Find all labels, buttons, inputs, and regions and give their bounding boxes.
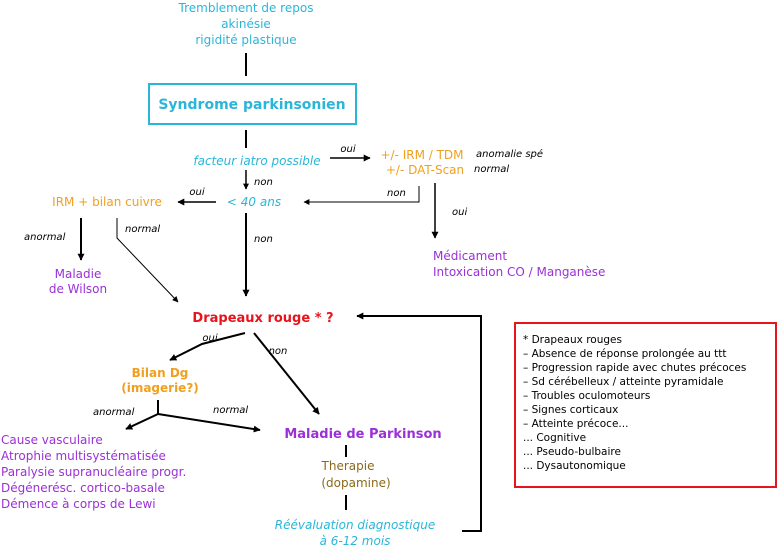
arrow-drapeaux-non <box>253 332 320 415</box>
legend-item: ... Cognitive <box>523 432 586 444</box>
label-normal-1: normal <box>125 224 160 235</box>
label-anomalie: anomalie spé <box>476 148 543 160</box>
legend-item: – Signes corticaux <box>523 404 618 416</box>
arrow-normal-to-drapeaux <box>116 218 179 303</box>
label-non-2: non <box>387 188 406 199</box>
legend-item: – Troubles oculomoteurs <box>523 390 650 402</box>
reevaluation-line-2: à 6-12 mois <box>320 534 391 548</box>
label-normal-right: normal <box>474 164 509 175</box>
label-non-4: non <box>269 346 288 357</box>
irm-bilan-cuivre: IRM + bilan cuivre <box>52 195 162 209</box>
wilson-line-1: Maladie <box>55 267 102 281</box>
legend-item: – Progression rapide avec chutes précoce… <box>523 362 746 374</box>
facteur-iatro: facteur iatro possible <box>193 154 320 168</box>
maladie-parkinson: Maladie de Parkinson <box>284 427 441 442</box>
arrow-bilan-normal <box>157 413 261 433</box>
arrow-reevaluation-loop <box>356 312 482 532</box>
legend-item: – Sd cérébelleux / atteinte pyramidale <box>523 376 723 388</box>
arrow-normal-to-age <box>303 186 420 205</box>
bilan-dg-line-1: Bilan Dg <box>132 366 189 380</box>
atypical-item: Paralysie supranucléaire progr. <box>1 465 186 479</box>
atypical-item: Démence à corps de Lewi <box>1 497 156 511</box>
syndrome-title: Syndrome parkinsonien <box>158 97 345 113</box>
atypical-item: Cause vasculaire <box>1 433 103 447</box>
syndrome-box <box>148 83 357 125</box>
symptom-tremor: Tremblement de repos <box>178 1 314 15</box>
age-criterion: < 40 ans <box>227 195 281 209</box>
legend-item: * Drapeaux rouges <box>523 334 622 346</box>
therapie-line-1: Therapie <box>321 459 375 473</box>
label-anormal-2: anormal <box>93 407 135 418</box>
label-non-3: non <box>254 234 273 245</box>
therapie-line-2: (dopamine) <box>321 476 390 490</box>
legend-item: – Absence de réponse prolongée au ttt <box>523 348 726 360</box>
label-oui-1: oui <box>340 144 355 155</box>
atypical-item: Dégénerésc. cortico-basale <box>1 481 165 495</box>
reevaluation-line-1: Réévaluation diagnostique <box>275 518 435 532</box>
wilson-line-2: de Wilson <box>49 282 107 296</box>
intoxication: Intoxication CO / Manganèse <box>433 265 605 279</box>
label-oui-3: oui <box>452 207 467 218</box>
bilan-dg-line-2: (imagerie?) <box>121 381 199 395</box>
legend-box <box>514 322 777 488</box>
label-oui-2: oui <box>189 187 204 198</box>
medicament: Médicament <box>433 249 507 263</box>
symptom-akinesia: akinésie <box>221 17 271 31</box>
legend-item: ... Pseudo-bulbaire <box>523 446 621 458</box>
imaging-irm-tdm: +/- IRM / TDM <box>380 148 463 162</box>
legend-item: – Atteinte précoce... <box>523 418 628 430</box>
label-oui-4: oui <box>202 333 217 344</box>
drapeaux-rouge: Drapeaux rouge * ? <box>192 311 333 326</box>
label-anormal-1: anormal <box>24 232 66 243</box>
label-non-1: non <box>254 177 273 188</box>
legend-item: ... Dysautonomique <box>523 460 626 472</box>
imaging-dat-scan: +/- DAT-Scan <box>386 163 464 177</box>
label-normal-2: normal <box>213 405 248 416</box>
atypical-item: Atrophie multisystématisée <box>1 449 166 463</box>
symptom-rigidity: rigidité plastique <box>195 33 296 47</box>
arrow-drapeaux-oui <box>169 332 246 361</box>
